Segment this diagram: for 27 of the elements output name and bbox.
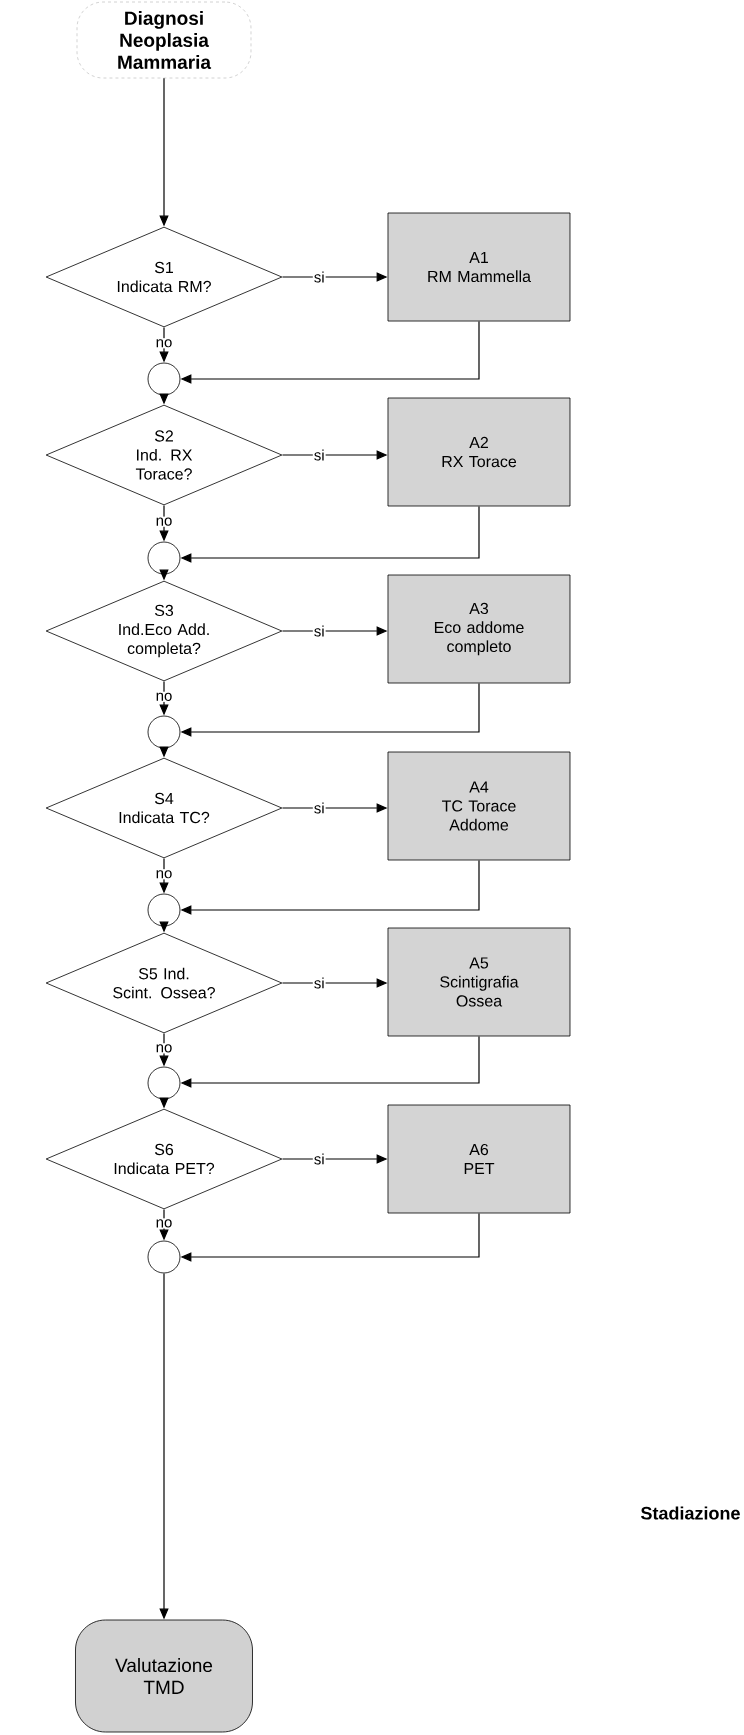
edge-label: no <box>154 1218 174 1229</box>
edge-label: si <box>312 801 326 815</box>
edge-label: si <box>312 1152 326 1166</box>
junction-circle <box>147 1240 181 1274</box>
junction-circle <box>147 541 181 575</box>
junction-circle <box>147 362 181 396</box>
edge-label: si <box>312 624 326 638</box>
edge-label: no <box>154 691 174 702</box>
junction-circle <box>147 715 181 749</box>
edge-label: si <box>312 976 326 990</box>
edge-label: no <box>154 869 174 880</box>
edge-label: no <box>154 516 174 527</box>
process-box: A6 PET <box>387 1104 571 1214</box>
start-terminal: Diagnosi Neoplasia Mammaria <box>76 1 252 79</box>
process-box: A3 Eco addome completo <box>387 574 571 684</box>
junction-circle <box>147 893 181 927</box>
edge-label: no <box>154 338 174 349</box>
junction-circle <box>147 1066 181 1100</box>
process-box: A4 TC Torace Addome <box>387 751 571 861</box>
end-terminal: Valutazione TMD <box>75 1619 253 1733</box>
process-box: A2 RX Torace <box>387 397 571 507</box>
process-box: A1 RM Mammella <box>387 212 571 322</box>
edge-label: si <box>312 270 326 284</box>
edge-label: no <box>154 1043 174 1054</box>
edge-label: si <box>312 448 326 462</box>
section-label: Stadiazione <box>640 1506 740 1520</box>
process-box: A5 Scintigrafia Ossea <box>387 927 571 1037</box>
